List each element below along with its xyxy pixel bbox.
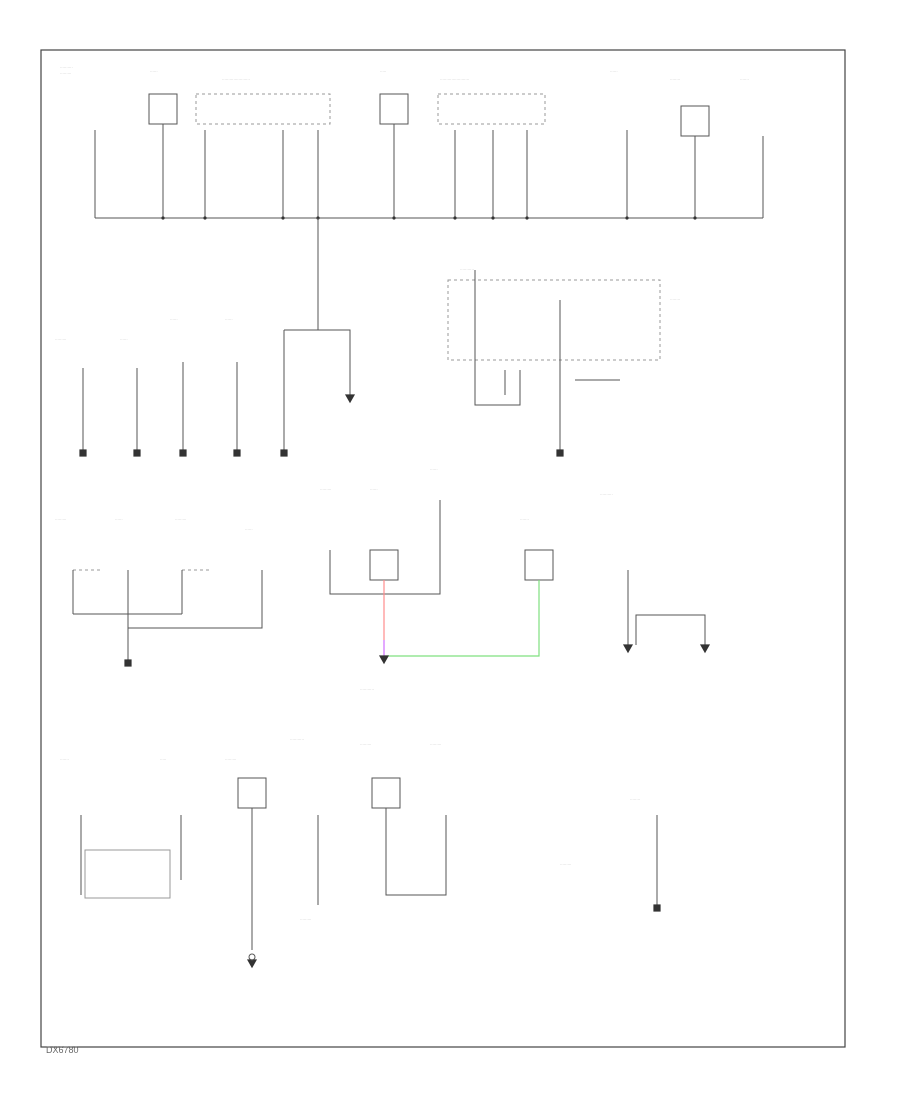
- svg-text:......: ......: [120, 336, 128, 341]
- svg-text:.....: .....: [160, 756, 166, 761]
- green-wire: [384, 580, 540, 657]
- svg-text:.........: .........: [60, 70, 71, 75]
- svg-text:...........: ...........: [290, 736, 304, 741]
- svg-text:........: ........: [670, 76, 680, 81]
- diagram-code-label: DX6780: [46, 1045, 79, 1055]
- bottom-row-components: ............ .................... ......…: [60, 736, 661, 969]
- svg-text:...........: ...........: [460, 266, 474, 271]
- svg-text:.........: .........: [430, 741, 441, 746]
- svg-text:...........: ...........: [360, 686, 374, 691]
- middle-row-components: ............... ............ ...........…: [55, 266, 680, 457]
- component-box: [369, 549, 399, 581]
- svg-text:..........: ..........: [60, 64, 73, 69]
- svg-text:......: ......: [115, 516, 123, 521]
- svg-text:......: ......: [150, 68, 158, 73]
- svg-text:.........: .........: [55, 336, 66, 341]
- svg-text:..........: ..........: [600, 491, 613, 496]
- component-box: [524, 549, 554, 581]
- svg-text:......: ......: [370, 486, 378, 491]
- svg-text:.........: .........: [55, 516, 66, 521]
- svg-text:.....: .....: [380, 68, 386, 73]
- svg-text:.........: .........: [225, 756, 236, 761]
- svg-text:.........: .........: [360, 741, 371, 746]
- svg-text:.......: .......: [60, 756, 69, 761]
- diagram-frame: [40, 49, 846, 1048]
- svg-text:.........: .........: [560, 861, 571, 866]
- svg-text:......: ......: [610, 68, 618, 73]
- svg-text:.......................: .......................: [440, 76, 469, 81]
- svg-text:......: ......: [430, 466, 438, 471]
- svg-text:......: ......: [245, 526, 253, 531]
- component-box: [148, 93, 178, 125]
- component-box: [237, 777, 267, 809]
- svg-text:........: ........: [630, 796, 640, 801]
- svg-text:......: ......: [170, 316, 178, 321]
- component-box: [371, 777, 401, 809]
- svg-text:.........: .........: [320, 486, 331, 491]
- top-row-components: ................... ....................…: [60, 64, 764, 330]
- lower-middle-components: ............... ............... ........…: [55, 466, 711, 691]
- svg-text:......: ......: [225, 316, 233, 321]
- svg-text:........: ........: [670, 296, 680, 301]
- svg-text:.......: .......: [740, 76, 749, 81]
- svg-text:.......: .......: [520, 516, 529, 521]
- svg-text:......................: ......................: [222, 76, 250, 81]
- component-box: [379, 93, 409, 125]
- svg-text:.........: .........: [175, 516, 186, 521]
- component-box: [680, 105, 710, 137]
- svg-text:.........: .........: [300, 916, 311, 921]
